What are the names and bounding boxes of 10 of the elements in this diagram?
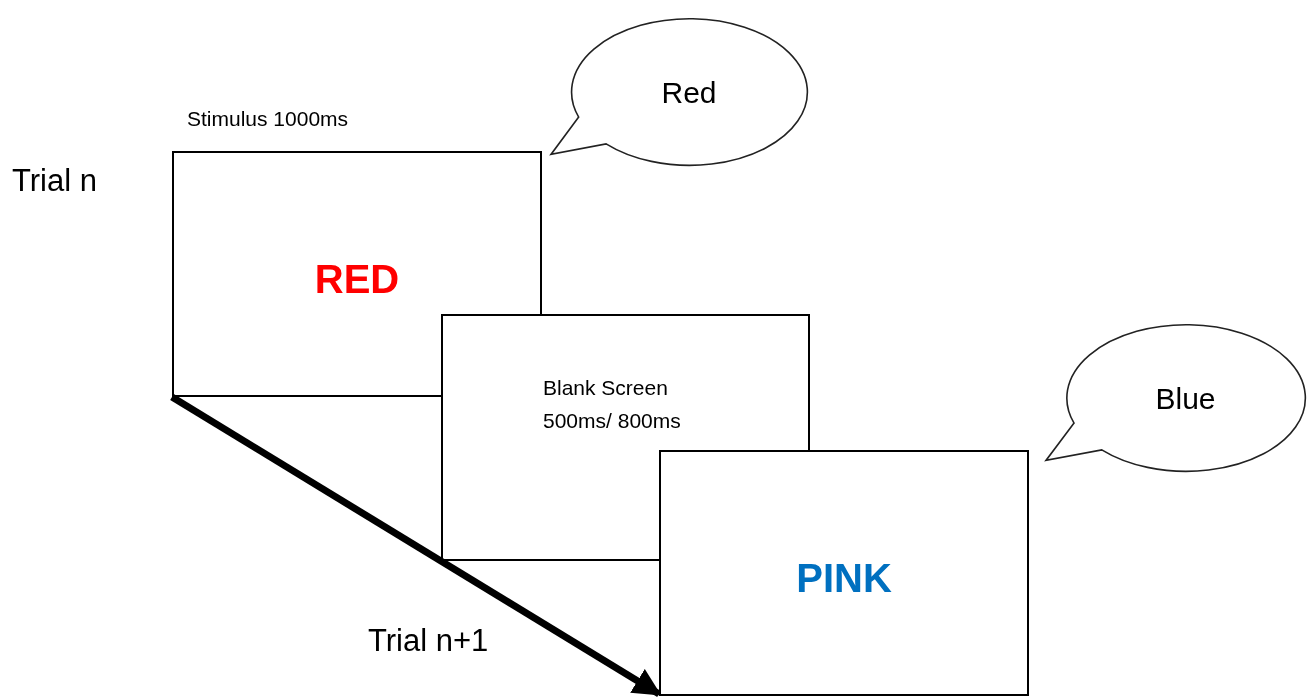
trial-label: Trial n+1 [368,622,489,660]
screen-text: RED [313,256,401,303]
speech-text: Blue [1155,380,1216,417]
duration-label: Stimulus 1000ms [187,106,349,132]
screen-box [172,151,542,397]
speech-text: Red [661,74,717,111]
trial-label: Trial n [12,162,97,200]
screen-text: PINK [795,555,893,602]
screen-text: Blank Screen 500ms/ 800ms [543,375,682,434]
screen-box [659,450,1029,696]
